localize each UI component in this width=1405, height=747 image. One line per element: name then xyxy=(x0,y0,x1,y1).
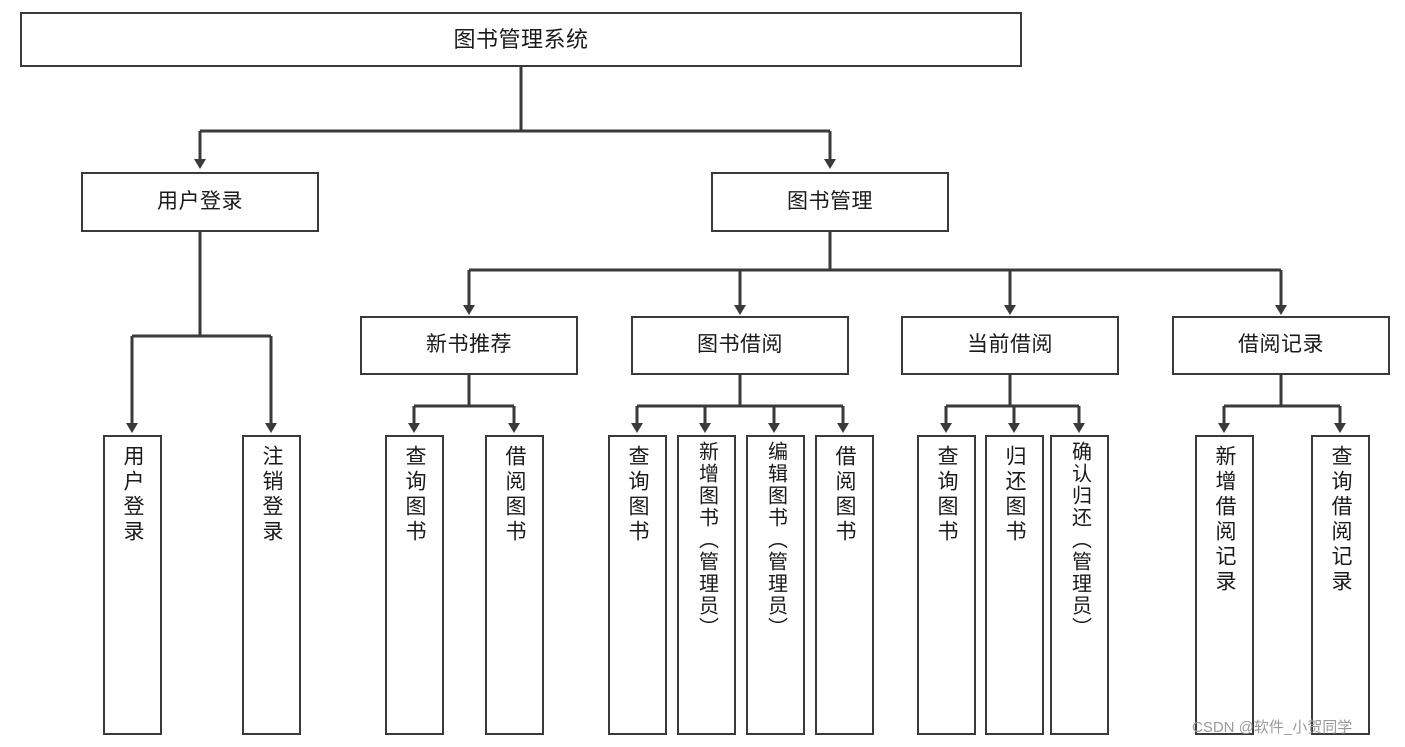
node-label: 用户登录 xyxy=(157,189,243,213)
node-label: 新增图书（管理员） xyxy=(695,441,718,639)
leaf-borrow-add-book[interactable]: 新增图书（管理员） xyxy=(677,435,736,735)
leaf-current-return-book[interactable]: 归还图书 xyxy=(985,435,1044,735)
leaf-new-book-query[interactable]: 查询图书 xyxy=(385,435,444,735)
node-label: 用户登录 xyxy=(121,445,144,545)
node-label: 查询图书 xyxy=(403,445,426,545)
node-label: 借阅图书 xyxy=(833,445,856,545)
leaf-current-confirm-return[interactable]: 确认归还（管理员） xyxy=(1050,435,1109,735)
node-label: 借阅图书 xyxy=(503,445,526,545)
node-label: 注销登录 xyxy=(260,445,283,545)
leaf-new-book-borrow[interactable]: 借阅图书 xyxy=(485,435,544,735)
leaf-borrow-borrow-book[interactable]: 借阅图书 xyxy=(815,435,874,735)
node-label: 借阅记录 xyxy=(1238,333,1324,357)
node-label: 编辑图书（管理员） xyxy=(764,441,787,639)
node-new-book-recommend[interactable]: 新书推荐 xyxy=(360,316,578,375)
node-label: 查询图书 xyxy=(935,445,958,545)
leaf-user-login-login[interactable]: 用户登录 xyxy=(103,435,162,735)
node-label: 新书推荐 xyxy=(426,333,512,357)
node-root-system[interactable]: 图书管理系统 xyxy=(20,12,1022,67)
node-label: 查询借阅记录 xyxy=(1329,445,1352,595)
leaf-user-login-logout[interactable]: 注销登录 xyxy=(242,435,301,735)
node-label: 图书管理 xyxy=(787,189,873,213)
node-user-login[interactable]: 用户登录 xyxy=(81,172,319,232)
leaf-borrow-query-book[interactable]: 查询图书 xyxy=(608,435,667,735)
node-label: 查询图书 xyxy=(626,445,649,545)
watermark-csdn: CSDN @软件_小贺同学 xyxy=(1192,719,1353,736)
node-label: 图书借阅 xyxy=(697,333,783,357)
node-label: 新增借阅记录 xyxy=(1213,445,1236,595)
leaf-record-add-record[interactable]: 新增借阅记录 xyxy=(1195,435,1254,735)
leaf-borrow-edit-book[interactable]: 编辑图书（管理员） xyxy=(746,435,805,735)
node-label: 当前借阅 xyxy=(967,333,1053,357)
node-label: 图书管理系统 xyxy=(453,26,589,52)
leaf-record-query-record[interactable]: 查询借阅记录 xyxy=(1311,435,1370,735)
node-book-management[interactable]: 图书管理 xyxy=(711,172,949,232)
node-label: 确认归还（管理员） xyxy=(1068,441,1091,639)
node-book-borrow[interactable]: 图书借阅 xyxy=(631,316,849,375)
leaf-current-query-book[interactable]: 查询图书 xyxy=(917,435,976,735)
node-current-borrow[interactable]: 当前借阅 xyxy=(901,316,1119,375)
node-borrow-record[interactable]: 借阅记录 xyxy=(1172,316,1390,375)
node-label: 归还图书 xyxy=(1003,445,1026,545)
